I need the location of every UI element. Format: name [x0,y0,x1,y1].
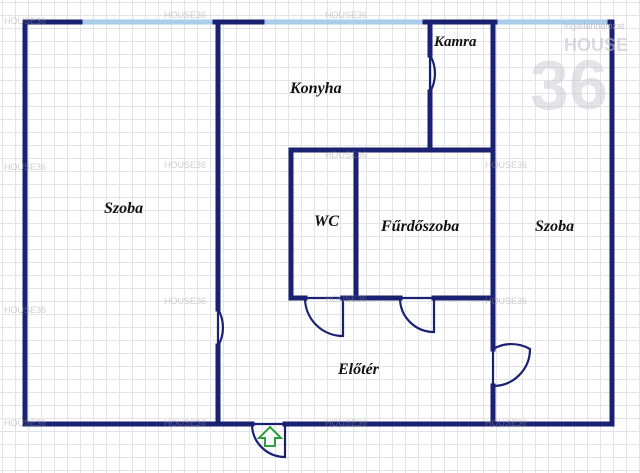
watermark-text: HOUSE36 [4,305,47,315]
watermark-text: HOUSE36 [325,418,368,428]
door-entrance [250,422,287,459]
watermark-text: HOUSE36 [164,10,207,20]
watermark-text: HOUSE36 [4,16,47,26]
watermark-text: HOUSE36 [325,294,368,304]
watermark-text: HOUSE36 [325,150,368,160]
watermark-text: HOUSE36 [164,296,207,306]
watermark-text: HOUSE36 [485,296,528,306]
entrance-arrow-icon [256,425,284,447]
walls [22,19,615,427]
watermark-text: HOUSE36 [4,162,47,172]
house36-logo: ingatlanhálózat HOUSE 36 [520,5,640,135]
doors [216,50,532,459]
watermark-text: HOUSE36 [325,10,368,20]
door-szoba-right [491,342,532,388]
room-label-szoba-left: Szoba [104,200,144,217]
room-label-wc: WC [314,213,339,230]
room-label-eloter: Előtér [338,361,379,378]
door-kamra [428,50,437,97]
door-wc [303,296,345,338]
door-szoba-left [216,304,225,351]
watermark-text: HOUSE36 [164,160,207,170]
logo-tagline: ingatlanhálózat [564,21,625,31]
watermark-text: HOUSE36 [485,160,528,170]
watermark-text: HOUSE36 [164,418,207,428]
watermark-text: HOUSE36 [485,418,528,428]
room-label-szoba-right: Szoba [535,218,575,235]
logo-word: HOUSE [564,35,629,55]
room-label-furdoszoba: Fűrdőszoba [381,218,460,235]
watermark-text: HOUSE36 [4,418,47,428]
door-furdoszoba [398,296,436,334]
room-label-konyha: Konyha [290,80,342,97]
room-label-kamra: Kamra [434,34,477,50]
logo-number: 36 [530,46,608,124]
